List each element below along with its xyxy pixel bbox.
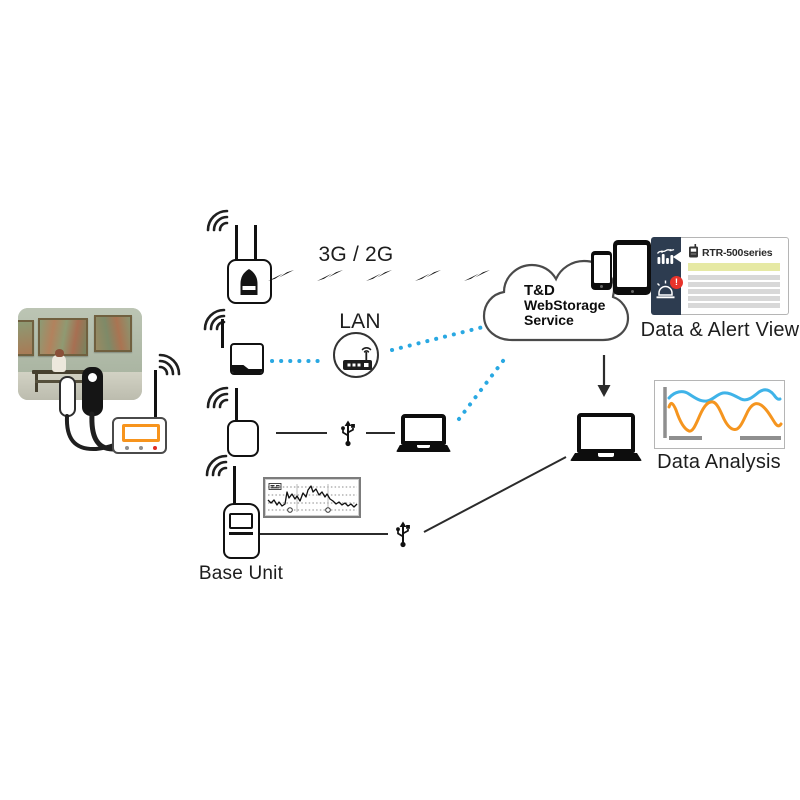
rtr-device-icon: [689, 244, 698, 258]
bar-chart-icon: [656, 248, 675, 264]
visitor-head: [55, 349, 64, 357]
smartphone-icon: [591, 251, 612, 290]
antenna: [233, 466, 236, 507]
data-alert-view-label: Data & Alert View: [640, 319, 800, 341]
usb-icon: [341, 420, 355, 447]
lan-router-icon: [333, 332, 379, 378]
usb-icon: [396, 521, 410, 548]
laptop-icon: [396, 414, 451, 453]
data-analysis-panel: [654, 380, 785, 449]
list-row: [688, 296, 780, 301]
wifi-signal-icon: [206, 386, 229, 409]
usb-base-unit: [227, 420, 259, 457]
museum-photo: [18, 308, 142, 400]
sensor-cables: [64, 411, 116, 452]
visitor: [52, 355, 66, 372]
dotted-link-laptop-cloud: [457, 355, 508, 421]
alert-sidebar: !: [651, 237, 683, 315]
base-unit-emblem: [240, 269, 258, 295]
cloud-line1: T&D: [524, 282, 555, 299]
data-analysis-label: Data Analysis: [657, 451, 781, 473]
logger-led: [153, 446, 157, 450]
painting: [18, 320, 34, 356]
list-row: [688, 289, 780, 294]
lightning-bolt-icon: [268, 270, 490, 281]
alert-row-highlighted: [688, 263, 780, 271]
base-unit-label: Base Unit: [198, 563, 284, 584]
tablet-icon: [613, 240, 651, 295]
logger-button: [139, 446, 143, 450]
antenna: [221, 319, 224, 348]
wifi-signal-icon: [158, 353, 181, 376]
logger-button: [125, 446, 129, 450]
list-row: [688, 282, 780, 287]
antenna: [254, 225, 257, 262]
link-usb-right-laptop: [423, 456, 567, 533]
bench: [32, 370, 90, 374]
device-series-label: RTR-500series: [702, 247, 773, 259]
handheld-screen: [229, 513, 253, 529]
wifi-signal-icon: [206, 209, 229, 232]
wifi-signal-icon: [205, 454, 228, 477]
data-alert-view-panel: ! RTR-500series: [651, 237, 789, 315]
lan-base-unit: [230, 343, 264, 375]
cloud-line3: Service: [524, 311, 574, 328]
illuminance-uv-sensor: [82, 367, 103, 416]
cloud-line2: WebStorage: [524, 297, 606, 314]
cloud-service-name: T&D WebStorage Service: [524, 283, 605, 327]
wireless-data-logger: [112, 417, 167, 454]
bubble-tail: [673, 251, 682, 263]
laptop-icon: [570, 413, 642, 461]
sensor-window: [88, 373, 97, 382]
antenna: [235, 225, 238, 262]
gallery-floor: [18, 372, 142, 400]
line-chart-thumbnail: [263, 477, 361, 518]
lan-label: LAN: [339, 310, 381, 333]
list-row: [688, 303, 780, 308]
unit-base-trim: [232, 365, 262, 373]
antenna: [235, 388, 238, 423]
alert-list: RTR-500series: [681, 237, 789, 315]
handheld-trim: [229, 532, 253, 535]
logger-lcd-screen: [122, 424, 160, 442]
cellular-base-unit: [227, 259, 272, 304]
down-arrow-icon: [597, 385, 611, 397]
list-row: [688, 275, 780, 280]
handheld-base-unit: [223, 503, 260, 559]
logger-antenna: [154, 370, 157, 418]
alert-badge: !: [670, 276, 683, 289]
analysis-chart: [663, 387, 783, 440]
painting: [94, 315, 132, 352]
dotted-link-router-cloud: [390, 324, 489, 352]
network-label: 3G / 2G: [318, 243, 394, 266]
